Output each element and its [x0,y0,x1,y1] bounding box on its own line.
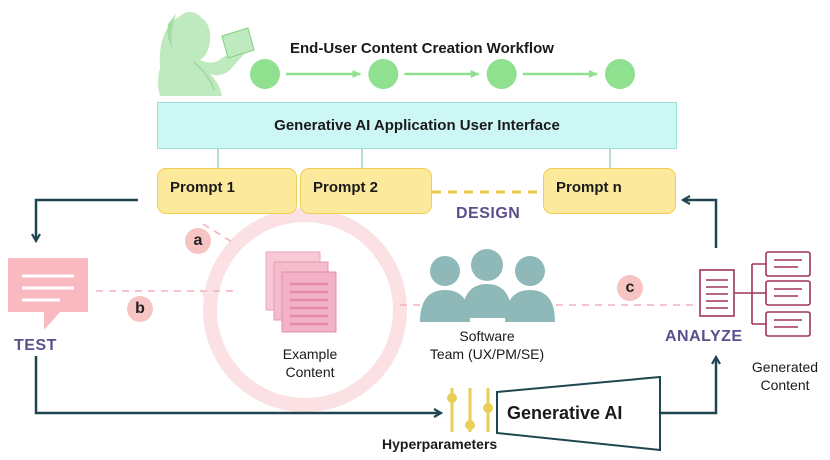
workflow-step-node [250,59,280,89]
prompt-to-test-arrow [36,198,138,240]
document-tree-icon [699,251,811,337]
sliders-icon [447,388,493,432]
test-label: TEST [14,337,57,354]
document-stack-icon [265,251,337,333]
generated-content-label: Generated Content [752,358,818,394]
software-team-label: Software Team (UX/PM/SE) [430,327,544,363]
iteration-cycle [200,208,407,412]
workflow-step-node [486,59,517,89]
generative-ai-to-analyze-arrow [660,358,716,415]
prompt-2-label: Prompt 2 [313,179,379,196]
hyperparameters-label: Hyperparameters [382,436,498,452]
ui-prompt-connectors [217,149,611,168]
generative-ai-block [496,375,661,452]
analyze-to-prompt-arrow [684,200,718,248]
example-content-line-2: Content [285,364,335,380]
software-team-line-1: Software [459,328,515,344]
ui-box: Generative AI Application User Interface [157,102,677,149]
generated-content-line-2: Content [760,377,810,393]
speech-bubble-icon [8,258,88,330]
test-to-generative-ai-arrow [34,356,440,413]
software-team-line-2: Team (UX/PM/SE) [429,346,545,362]
example-content-line-1: Example [282,346,338,362]
ui-box-label: Generative AI Application User Interface [274,117,560,134]
tag-b: b [127,296,153,322]
example-content-label: Example Content [283,345,337,381]
design-label: DESIGN [456,205,521,222]
prompt-n: Prompt n [543,168,676,214]
workflow-step-node [605,59,635,89]
tag-c: c [617,275,643,301]
person-with-laptop-icon [158,12,255,97]
generative-ai-label: Generative AI [507,403,623,423]
tag-a: a [185,228,211,254]
prompt-2: Prompt 2 [300,168,432,214]
prompt-n-label: Prompt n [556,179,622,196]
analyze-label: ANALYZE [665,328,743,345]
people-group-icon [420,249,555,322]
workflow-steps [250,59,635,89]
workflow-title: End-User Content Creation Workflow [290,40,554,57]
generated-content-line-1: Generated [751,359,819,375]
workflow-step-node [368,59,399,89]
prompt-1: Prompt 1 [157,168,297,214]
prompt-1-label: Prompt 1 [170,179,236,196]
